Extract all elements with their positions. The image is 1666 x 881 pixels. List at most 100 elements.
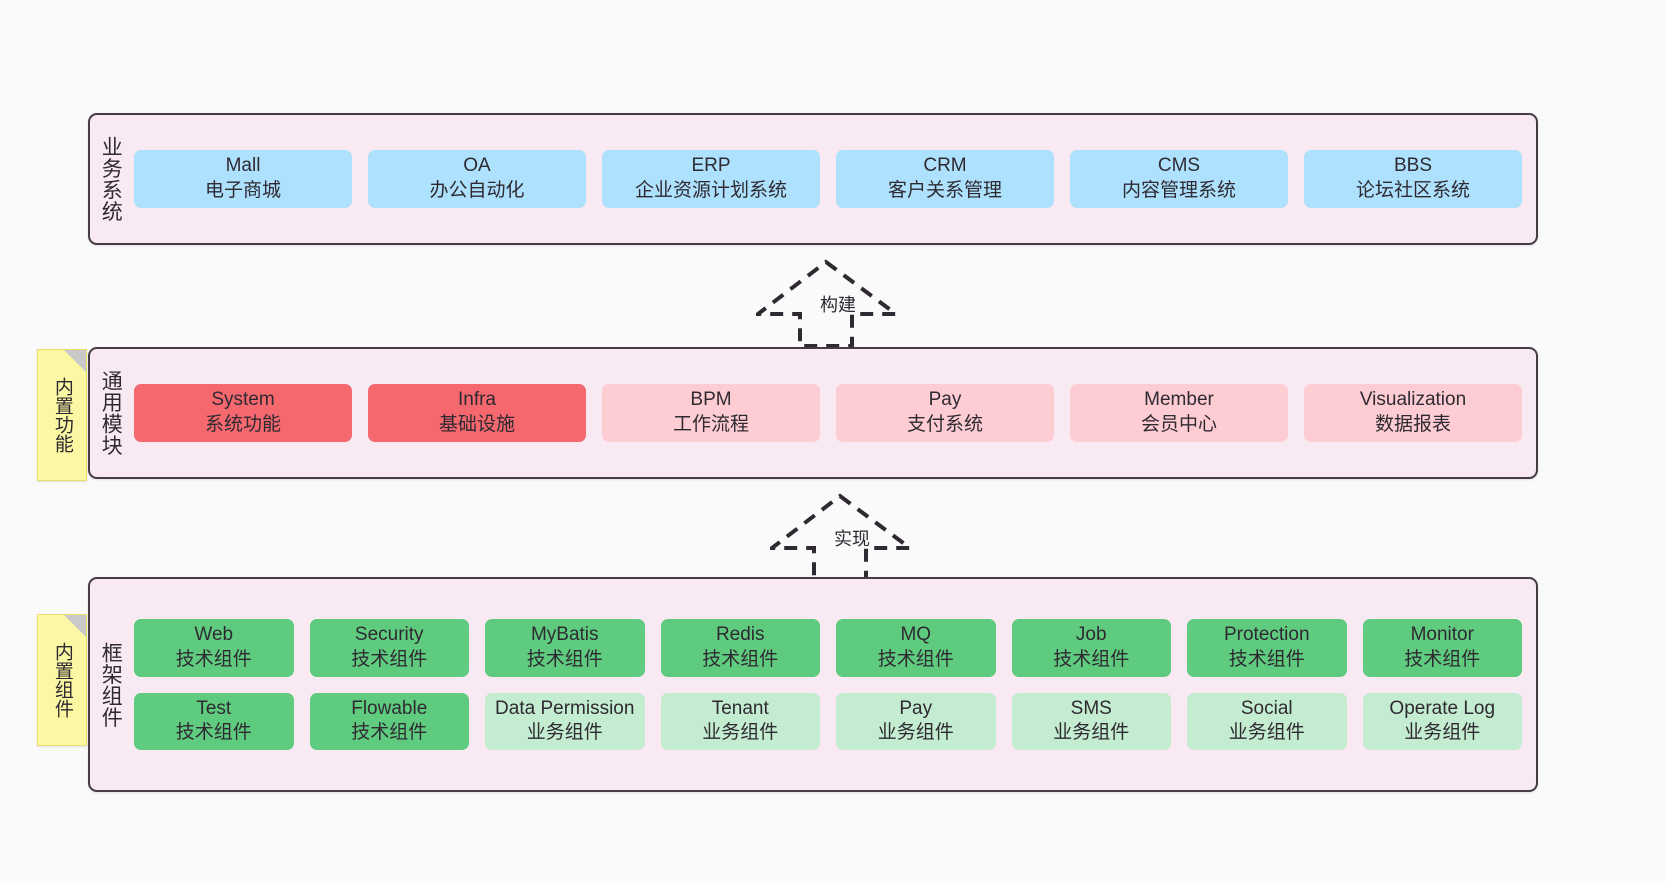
card-protection[interactable]: Protection 技术组件 bbox=[1187, 619, 1347, 677]
card-subtitle: 技术组件 bbox=[702, 648, 779, 670]
card-subtitle: 论坛社区系统 bbox=[1355, 180, 1470, 201]
card-title: Infra bbox=[457, 389, 497, 411]
card-mybatis[interactable]: MyBatis 技术组件 bbox=[485, 619, 645, 677]
card-subtitle: 技术组件 bbox=[175, 722, 252, 744]
card-title: Visualization bbox=[1359, 389, 1467, 411]
card-data-permission[interactable]: Data Permission 业务组件 bbox=[485, 692, 645, 750]
card-mall[interactable]: Mall 电子商城 bbox=[134, 150, 352, 208]
card-security[interactable]: Security 技术组件 bbox=[309, 619, 469, 677]
card-subtitle: 技术组件 bbox=[877, 648, 954, 670]
card-subtitle: 技术组件 bbox=[1228, 648, 1305, 670]
card-title: Protection bbox=[1223, 624, 1310, 646]
card-title: Operate Log bbox=[1389, 697, 1496, 719]
layer-body-common-module: System 系统功能 Infra 基础设施 BPM 工作流程 Pay 支付系统… bbox=[130, 349, 1536, 477]
card-title: MQ bbox=[900, 624, 932, 646]
card-row: Mall 电子商城 OA 办公自动化 ERP 企业资源计划系统 CRM 客户关系… bbox=[134, 150, 1522, 208]
card-redis[interactable]: Redis 技术组件 bbox=[660, 619, 820, 677]
card-subtitle: 企业资源计划系统 bbox=[634, 180, 787, 201]
card-tenant[interactable]: Tenant 业务组件 bbox=[660, 692, 820, 750]
card-subtitle: 技术组件 bbox=[351, 722, 428, 744]
card-title: Mall bbox=[225, 155, 261, 177]
card-subtitle: 基础设施 bbox=[438, 414, 515, 435]
card-subtitle: 数据报表 bbox=[1374, 414, 1451, 435]
card-title: MyBatis bbox=[530, 624, 599, 646]
card-title: Monitor bbox=[1410, 624, 1474, 646]
card-title: ERP bbox=[691, 155, 731, 177]
card-title: System bbox=[211, 389, 275, 411]
card-subtitle: 办公自动化 bbox=[429, 180, 525, 201]
card-subtitle: 电子商城 bbox=[204, 180, 281, 201]
card-title: CMS bbox=[1157, 155, 1201, 177]
card-visualization[interactable]: Visualization 数据报表 bbox=[1304, 384, 1522, 442]
card-title: Redis bbox=[715, 624, 765, 646]
card-monitor[interactable]: Monitor 技术组件 bbox=[1362, 619, 1522, 677]
card-subtitle: 业务组件 bbox=[1228, 722, 1305, 744]
card-subtitle: 业务组件 bbox=[1404, 722, 1481, 744]
card-crm[interactable]: CRM 客户关系管理 bbox=[836, 150, 1054, 208]
card-bbs[interactable]: BBS 论坛社区系统 bbox=[1304, 150, 1522, 208]
card-title: Security bbox=[354, 624, 424, 646]
card-pay-business[interactable]: Pay 业务组件 bbox=[836, 692, 996, 750]
card-title: Pay bbox=[928, 389, 962, 411]
card-subtitle: 技术组件 bbox=[1053, 648, 1130, 670]
card-title: Member bbox=[1144, 389, 1214, 411]
card-social[interactable]: Social 业务组件 bbox=[1187, 692, 1347, 750]
card-title: Flowable bbox=[351, 697, 428, 719]
layer-framework-component[interactable]: 框架组件 Web 技术组件 Security 技术组件 MyBatis 技术组件… bbox=[88, 577, 1538, 792]
note-fold-corner-icon bbox=[64, 350, 86, 372]
card-member[interactable]: Member 会员中心 bbox=[1070, 384, 1288, 442]
card-title: BBS bbox=[1393, 155, 1433, 177]
card-sms[interactable]: SMS 业务组件 bbox=[1011, 692, 1171, 750]
layer-label-business-system: 业务系统 bbox=[99, 136, 123, 222]
card-subtitle: 支付系统 bbox=[906, 414, 983, 435]
card-title: Tenant bbox=[711, 697, 769, 719]
card-title: CRM bbox=[923, 155, 967, 177]
card-oa[interactable]: OA 办公自动化 bbox=[368, 150, 586, 208]
card-title: Job bbox=[1075, 624, 1107, 646]
note-text: 内置功能 bbox=[51, 377, 73, 453]
layer-label-framework-component: 框架组件 bbox=[99, 641, 123, 728]
card-pay[interactable]: Pay 支付系统 bbox=[836, 384, 1054, 442]
card-subtitle: 客户关系管理 bbox=[887, 180, 1002, 201]
card-erp[interactable]: ERP 企业资源计划系统 bbox=[602, 150, 820, 208]
card-title: Social bbox=[1240, 697, 1293, 719]
card-web[interactable]: Web 技术组件 bbox=[134, 619, 294, 677]
card-test[interactable]: Test 技术组件 bbox=[134, 692, 294, 750]
card-flowable[interactable]: Flowable 技术组件 bbox=[309, 692, 469, 750]
layer-body-business-system: Mall 电子商城 OA 办公自动化 ERP 企业资源计划系统 CRM 客户关系… bbox=[130, 115, 1536, 243]
card-title: Data Permission bbox=[495, 697, 635, 719]
card-subtitle: 业务组件 bbox=[702, 722, 779, 744]
layer-common-module[interactable]: 通用模块 System 系统功能 Infra 基础设施 BPM 工作流程 Pay… bbox=[88, 347, 1538, 479]
layer-label-common-module: 通用模块 bbox=[99, 370, 123, 456]
card-mq[interactable]: MQ 技术组件 bbox=[836, 619, 996, 677]
card-row: System 系统功能 Infra 基础设施 BPM 工作流程 Pay 支付系统… bbox=[134, 384, 1522, 442]
card-job[interactable]: Job 技术组件 bbox=[1011, 619, 1171, 677]
card-title: Test bbox=[196, 697, 232, 719]
card-subtitle: 技术组件 bbox=[351, 648, 428, 670]
card-subtitle: 会员中心 bbox=[1140, 414, 1217, 435]
card-subtitle: 内容管理系统 bbox=[1121, 180, 1236, 201]
layer-body-framework-component: Web 技术组件 Security 技术组件 MyBatis 技术组件 Redi… bbox=[130, 579, 1536, 790]
note-fold-corner-icon bbox=[64, 615, 86, 637]
card-cms[interactable]: CMS 内容管理系统 bbox=[1070, 150, 1288, 208]
card-subtitle: 技术组件 bbox=[526, 648, 603, 670]
card-title: Web bbox=[194, 624, 234, 646]
card-row: Test 技术组件 Flowable 技术组件 Data Permission … bbox=[134, 692, 1522, 750]
note-builtin-function: 内置功能 bbox=[37, 349, 87, 481]
card-subtitle: 业务组件 bbox=[526, 722, 603, 744]
card-row: Web 技术组件 Security 技术组件 MyBatis 技术组件 Redi… bbox=[134, 619, 1522, 677]
card-subtitle: 业务组件 bbox=[877, 722, 954, 744]
connector-build-label: 构建 bbox=[820, 295, 856, 315]
card-subtitle: 技术组件 bbox=[175, 648, 252, 670]
card-operate-log[interactable]: Operate Log 业务组件 bbox=[1362, 692, 1522, 750]
note-builtin-component: 内置组件 bbox=[37, 614, 87, 746]
card-title: OA bbox=[463, 155, 491, 177]
card-infra[interactable]: Infra 基础设施 bbox=[368, 384, 586, 442]
card-bpm[interactable]: BPM 工作流程 bbox=[602, 384, 820, 442]
card-title: Pay bbox=[899, 697, 933, 719]
layer-business-system[interactable]: 业务系统 Mall 电子商城 OA 办公自动化 ERP 企业资源计划系统 CRM… bbox=[88, 113, 1538, 245]
card-system[interactable]: System 系统功能 bbox=[134, 384, 352, 442]
card-subtitle: 系统功能 bbox=[204, 414, 281, 435]
card-subtitle: 技术组件 bbox=[1404, 648, 1481, 670]
